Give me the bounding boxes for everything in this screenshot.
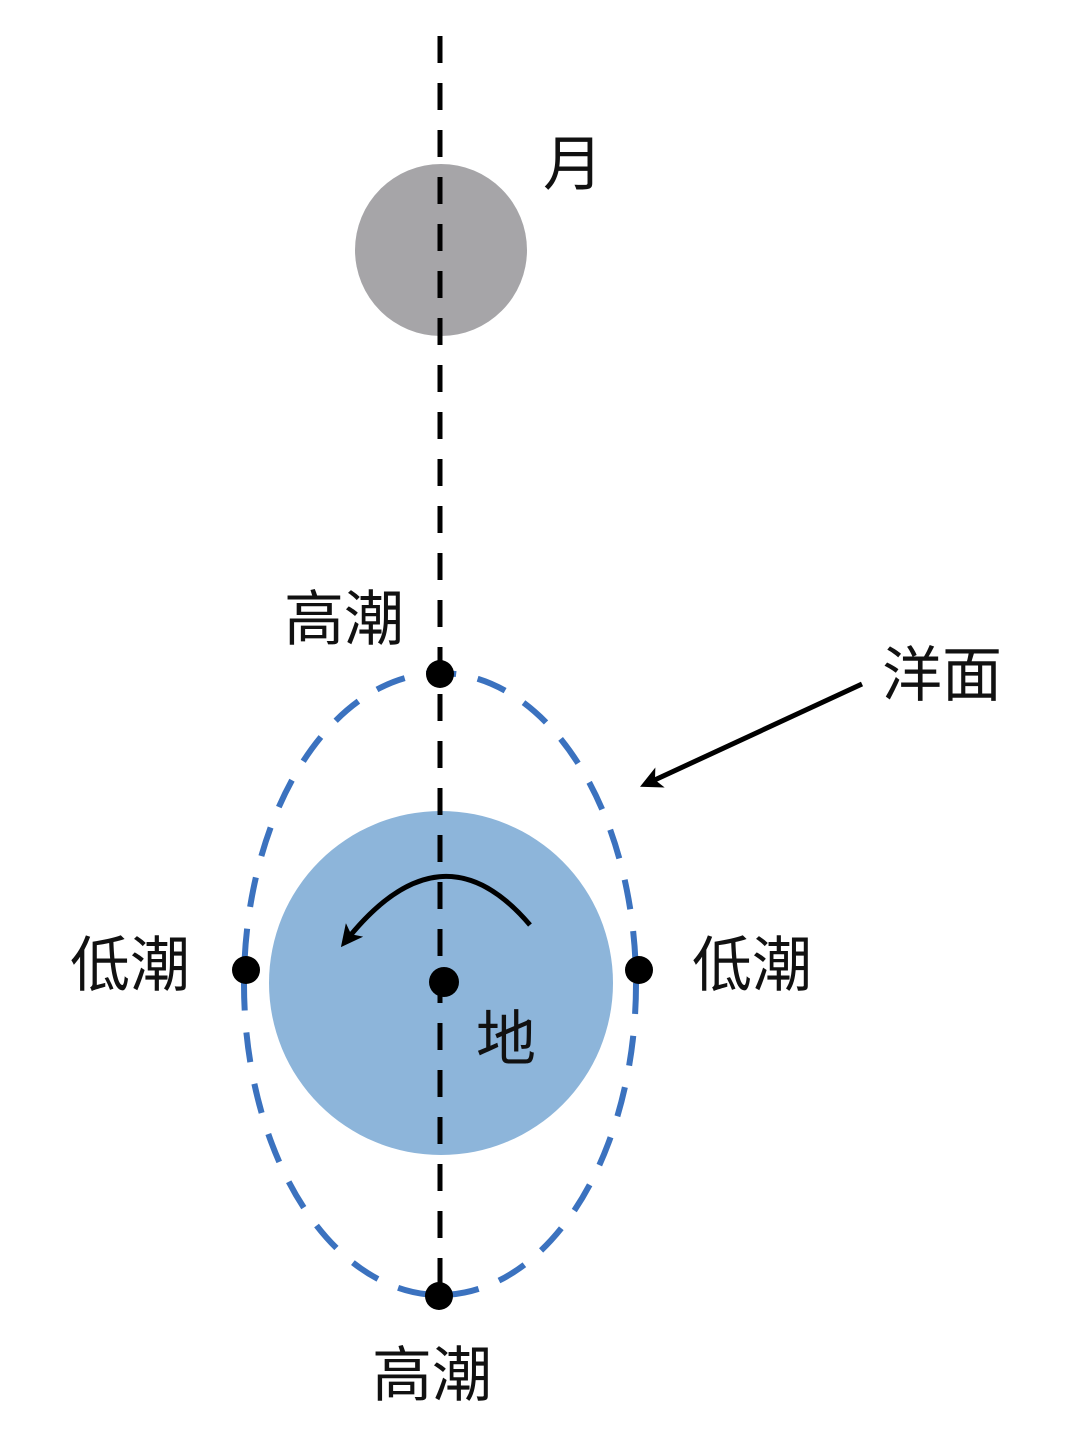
high-tide-bottom-label: 高潮 — [372, 1341, 492, 1411]
high-tide-top-label: 高潮 — [284, 585, 404, 655]
earth-center-point — [429, 967, 459, 997]
low-tide-right-point — [625, 956, 653, 984]
earth-label: 地 — [476, 1005, 536, 1075]
high-tide-bottom-point — [425, 1282, 453, 1310]
ocean-surface-label: 洋面 — [882, 641, 1002, 711]
moon-label: 月 — [543, 130, 603, 200]
low-tide-right-label: 低潮 — [692, 931, 812, 1001]
ocean-pointer-arrow-icon — [640, 681, 864, 788]
low-tide-left-label: 低潮 — [70, 931, 190, 1001]
rotation-arrow-icon — [340, 873, 532, 948]
low-tide-left-point — [232, 956, 260, 984]
high-tide-top-point — [426, 660, 454, 688]
